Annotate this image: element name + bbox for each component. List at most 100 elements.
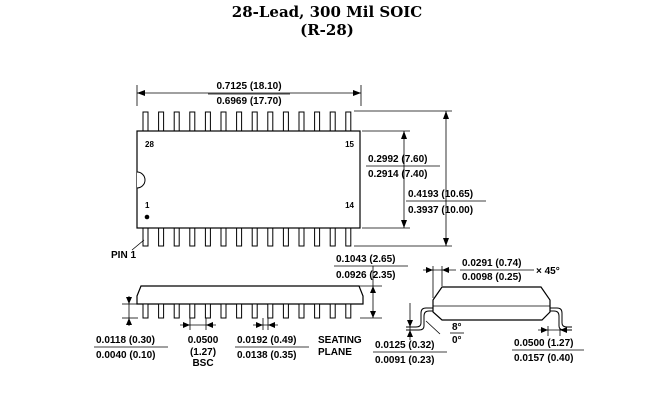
side-lead	[267, 303, 274, 319]
top-pin	[173, 111, 180, 132]
pin-number-28: 28	[145, 140, 154, 149]
bottom-pin	[189, 227, 196, 247]
top-pin	[189, 111, 196, 132]
body-width-min-label: 0.2914 (7.40)	[368, 169, 428, 180]
seating-plane-label-2: PLANE	[318, 347, 352, 358]
bottom-pin	[158, 227, 165, 247]
side-lead	[236, 303, 243, 319]
side-lead	[314, 303, 321, 319]
chamfer-min-label: 0.0098 (0.25)	[462, 272, 522, 283]
height-arrow-top	[370, 286, 376, 293]
bottom-pin	[173, 227, 180, 247]
bottom-pin	[329, 227, 336, 247]
pitch-arrow-left	[183, 322, 190, 328]
height-min-label: 0.0926 (2.35)	[336, 270, 396, 281]
length-arrow-left	[137, 90, 145, 96]
bottom-pin	[142, 227, 149, 247]
side-lead	[329, 303, 336, 319]
package-body-side	[136, 285, 364, 305]
top-pin	[298, 111, 305, 132]
total-width-min-label: 0.3937 (10.00)	[408, 205, 473, 216]
chamfer-angle-label: × 45°	[536, 266, 560, 277]
height-max-label: 0.1043 (2.65)	[336, 254, 396, 265]
side-lead	[204, 303, 211, 319]
lead-left-outer	[406, 307, 433, 328]
side-lead	[282, 303, 289, 319]
pin-number-1: 1	[145, 201, 150, 210]
lead-width-arrow-left	[256, 322, 263, 328]
package-body-end	[432, 286, 551, 321]
side-lead-row	[142, 303, 352, 319]
bottom-pin	[267, 227, 274, 247]
side-lead	[158, 303, 165, 319]
pitch-arrow-right	[206, 322, 213, 328]
standoff-arrow-bottom	[126, 318, 132, 325]
bottom-pin	[220, 227, 227, 247]
side-lead	[298, 303, 305, 319]
length-min-label: 0.6969 (17.70)	[216, 96, 281, 107]
length-arrow-right	[353, 90, 361, 96]
side-lead	[345, 303, 352, 319]
top-pin	[267, 111, 274, 132]
bottom-pin	[236, 227, 243, 247]
side-lead	[173, 303, 180, 319]
top-pin	[282, 111, 289, 132]
angle-leader	[425, 320, 441, 335]
bottom-pin	[345, 227, 352, 247]
bottom-pin	[298, 227, 305, 247]
standoff-max-label: 0.0118 (0.30)	[96, 335, 155, 346]
side-lead	[251, 303, 258, 319]
top-pin	[236, 111, 243, 132]
standoff-arrow-top	[126, 297, 132, 304]
side-lead	[189, 303, 196, 319]
pin1-leader	[131, 239, 145, 251]
bottom-pin	[204, 227, 211, 247]
top-pin	[329, 111, 336, 132]
total-width-arrow-bottom	[443, 238, 449, 246]
lead-thickness-min-label: 0.0091 (0.23)	[375, 355, 435, 366]
angle-max-label: 8°	[452, 322, 462, 333]
pitch-inch-label: 0.0500	[188, 335, 219, 346]
top-view: 0.7125 (18.10) 0.6969 (17.70) 28 15 1 14…	[111, 81, 486, 261]
pin1-marker-dot	[144, 214, 150, 220]
side-view: 0.1043 (2.65) 0.0926 (2.35) 0.0118 (0.30…	[94, 254, 408, 369]
lead-width-max-label: 0.0192 (0.49)	[237, 335, 297, 346]
pitch-mm-label: (1.27)	[190, 347, 216, 358]
top-pin-row	[142, 111, 352, 132]
side-lead	[220, 303, 227, 319]
top-pin	[204, 111, 211, 132]
body-width-max-label: 0.2992 (7.60)	[368, 154, 428, 165]
body-width-arrow-bottom	[401, 220, 407, 228]
lead-left-inner	[406, 310, 433, 331]
foot-length-arrow-right	[560, 327, 567, 333]
lead-width-min-label: 0.0138 (0.35)	[237, 350, 297, 361]
length-max-label: 0.7125 (18.10)	[216, 81, 281, 92]
end-view: 0.0291 (0.74) 0.0098 (0.25) × 45° 0.0125…	[373, 258, 584, 366]
lead-thickness-max-label: 0.0125 (0.32)	[375, 340, 435, 351]
top-pin	[345, 111, 352, 132]
seating-plane-label-1: SEATING	[318, 335, 362, 346]
top-pin	[142, 111, 149, 132]
pin1-label: PIN 1	[111, 250, 136, 261]
lead-width-arrow-right	[268, 322, 275, 328]
height-arrow-bottom	[370, 311, 376, 318]
lead-thickness-arrow-bottom	[407, 330, 413, 337]
lead-right-outer	[550, 307, 572, 328]
top-pin	[158, 111, 165, 132]
top-pin	[220, 111, 227, 132]
foot-length-arrow-left	[541, 327, 548, 333]
total-width-max-label: 0.4193 (10.65)	[408, 189, 473, 200]
standoff-min-label: 0.0040 (0.10)	[96, 350, 156, 361]
total-width-arrow-top	[443, 111, 449, 119]
pin-number-15: 15	[345, 140, 354, 149]
orientation-notch	[136, 171, 146, 189]
body-width-arrow-top	[401, 131, 407, 139]
bottom-pin-row	[142, 227, 352, 247]
pitch-bsc-label: BSC	[192, 358, 213, 369]
bottom-pin	[282, 227, 289, 247]
bottom-pin	[251, 227, 258, 247]
package-body-top	[136, 130, 361, 229]
chamfer-arrow-right	[442, 267, 449, 273]
side-lead	[142, 303, 149, 319]
